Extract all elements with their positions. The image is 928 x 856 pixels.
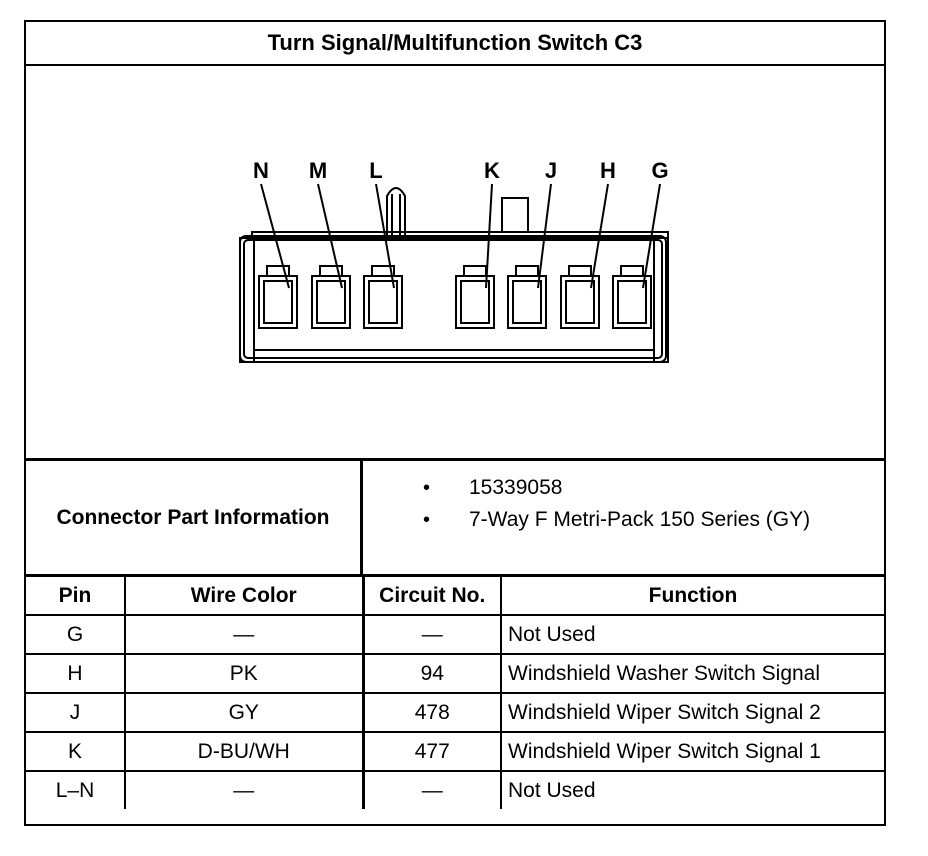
pin-label-h: H — [600, 158, 616, 183]
pin-cavity-h — [560, 265, 600, 329]
pin-cavity-m — [311, 265, 351, 329]
sheet-title: Turn Signal/Multifunction Switch C3 — [26, 22, 884, 66]
pin-cell: K — [26, 731, 126, 772]
pin-table-header: Pin Wire Color Circuit No. Function — [26, 577, 884, 616]
pin-cavity-j — [507, 265, 547, 329]
pin-cavity-l — [363, 265, 403, 329]
pin-label-m: M — [309, 158, 327, 183]
pin-table: Pin Wire Color Circuit No. Function G — … — [26, 577, 884, 809]
wire-color-cell: PK — [124, 653, 364, 694]
function-cell: Windshield Washer Switch Signal — [500, 653, 884, 694]
pin-leader-j — [537, 183, 552, 289]
table-row: J GY 478 Windshield Wiper Switch Signal … — [26, 692, 884, 733]
pin-cavity-g — [612, 265, 652, 329]
pin-cell: L–N — [26, 770, 126, 809]
pin-label-n: N — [253, 158, 269, 183]
part-number: 15339058 — [469, 476, 563, 499]
pin-leader-h — [590, 183, 609, 289]
connector-sheet: Turn Signal/Multifunction Switch C3 — [24, 20, 886, 826]
pin-label-g: G — [651, 158, 668, 183]
wire-color-cell: GY — [124, 692, 364, 733]
circuit-cell: — — [361, 770, 502, 809]
function-cell: Windshield Wiper Switch Signal 1 — [500, 731, 884, 772]
table-row: L–N — — Not Used — [26, 770, 884, 809]
pin-leader-k — [485, 183, 493, 289]
function-cell: Not Used — [500, 770, 884, 809]
pin-cell: J — [26, 692, 126, 733]
wire-color-cell: — — [124, 770, 364, 809]
pin-leader-m — [317, 183, 343, 289]
circuit-cell: 477 — [361, 731, 502, 772]
connector-part-information: Connector Part Information • 15339058 • … — [26, 461, 884, 577]
header-wire-color: Wire Color — [124, 577, 364, 616]
table-row: H PK 94 Windshield Washer Switch Signal — [26, 653, 884, 694]
header-function: Function — [500, 577, 884, 616]
pin-cavity-k — [455, 265, 495, 329]
pin-label-k: K — [484, 158, 500, 183]
pin-label-l: L — [369, 158, 382, 183]
circuit-cell: 478 — [361, 692, 502, 733]
circuit-cell: 94 — [361, 653, 502, 694]
part-info-label: Connector Part Information — [26, 461, 363, 574]
pin-label-j: J — [545, 158, 557, 183]
circuit-cell: — — [361, 614, 502, 655]
function-cell: Windshield Wiper Switch Signal 2 — [500, 692, 884, 733]
pin-leader-l — [375, 183, 395, 289]
header-circuit-no: Circuit No. — [361, 577, 502, 616]
pin-leader-g — [642, 183, 661, 289]
table-row: G — — Not Used — [26, 614, 884, 655]
header-pin: Pin — [26, 577, 126, 616]
wire-color-cell: — — [124, 614, 364, 655]
connector-description: 7-Way F Metri-Pack 150 Series (GY) — [469, 508, 811, 531]
bullet: • — [423, 476, 431, 499]
function-cell: Not Used — [500, 614, 884, 655]
wire-color-cell: D-BU/WH — [124, 731, 364, 772]
pin-cavity-n — [258, 265, 298, 329]
pin-cell: G — [26, 614, 126, 655]
pin-leader-n — [260, 183, 290, 289]
pin-leaders — [260, 183, 661, 289]
pin-cavities — [258, 265, 652, 329]
part-info-list: • 15339058 • 7-Way F Metri-Pack 150 Seri… — [363, 461, 884, 574]
bullet: • — [423, 508, 431, 531]
connector-housing — [239, 187, 669, 363]
pin-cell: H — [26, 653, 126, 694]
table-row: K D-BU/WH 477 Windshield Wiper Switch Si… — [26, 731, 884, 772]
